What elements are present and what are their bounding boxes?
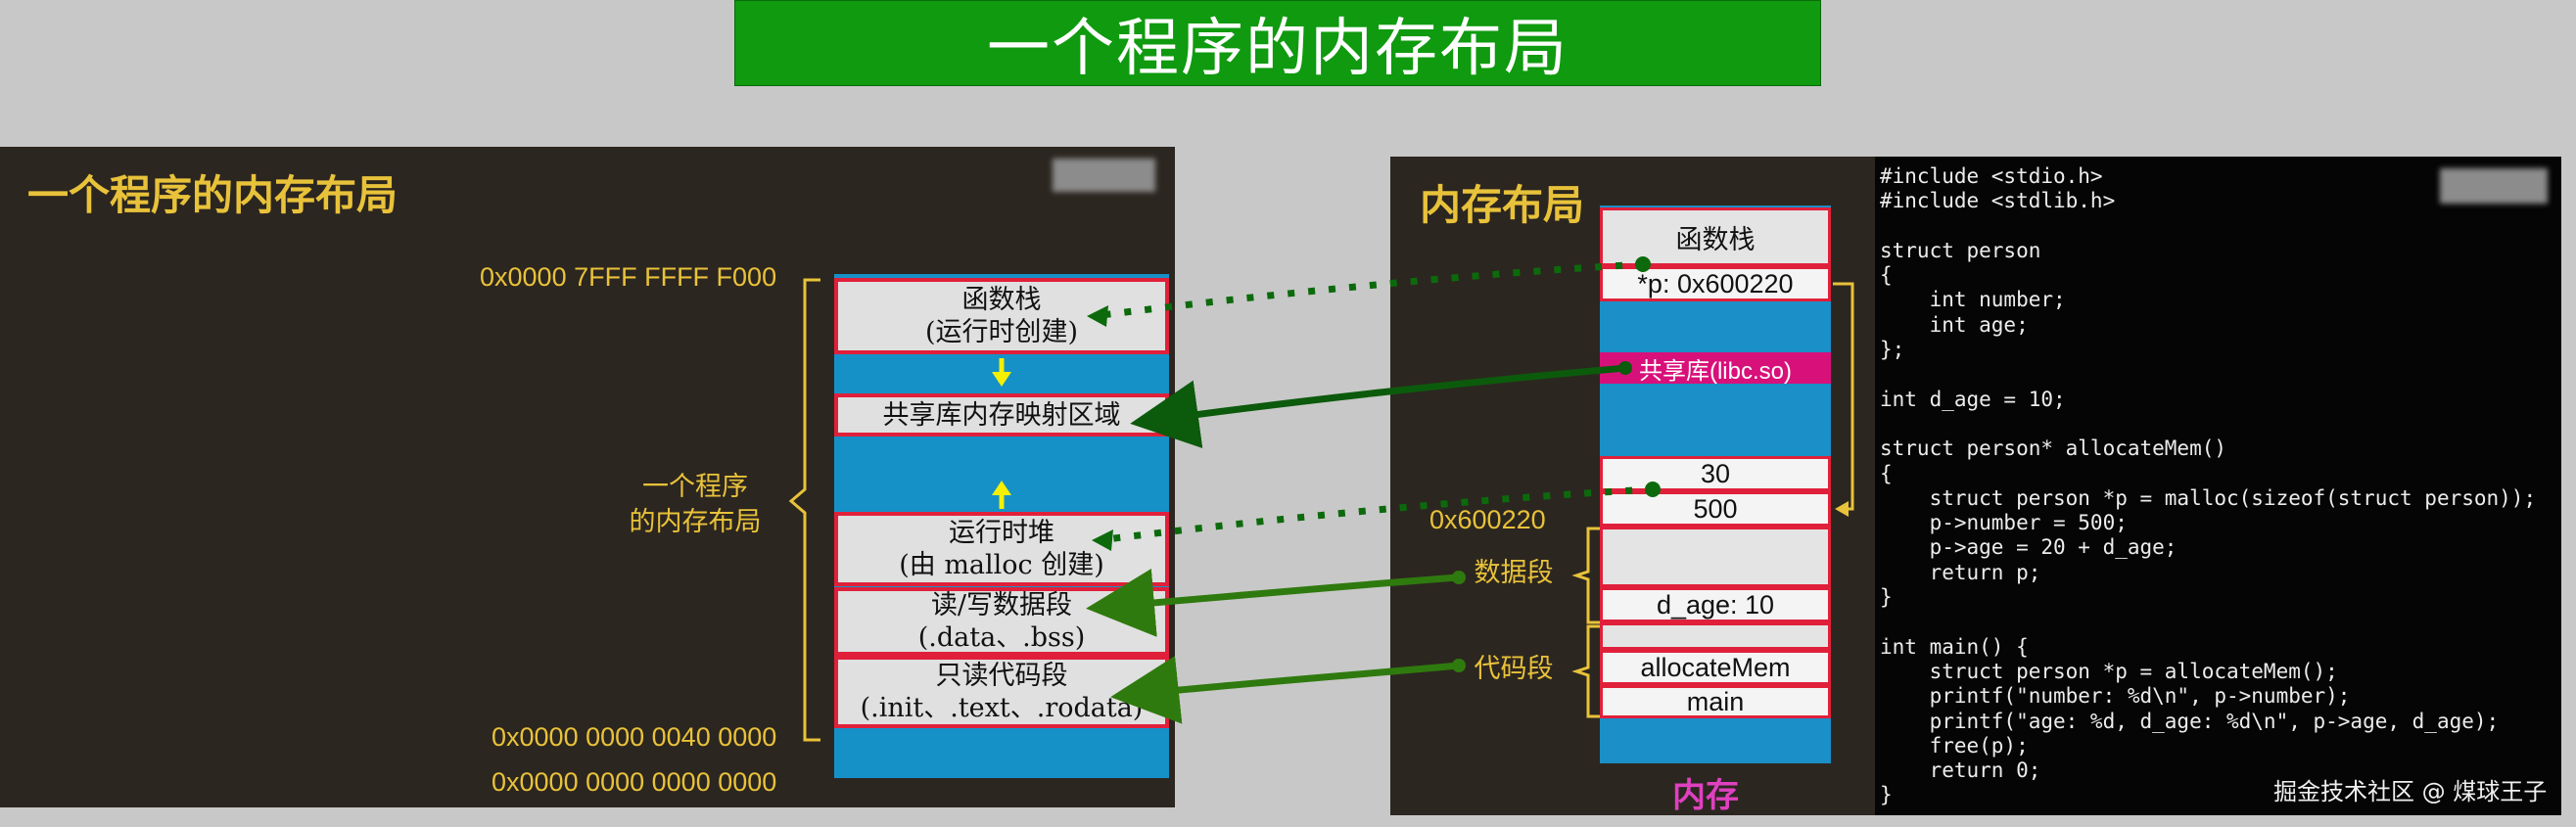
code-line: p->age = 20 + d_age; (1880, 535, 2178, 560)
cell-code-main: main (1600, 685, 1831, 718)
code-segment-arrow (1110, 656, 1460, 724)
stack-pointer-arrowhead (1087, 305, 1108, 327)
code-line: int age; (1880, 312, 2029, 337)
heap-pointer-dot (1645, 482, 1661, 497)
segment-heap: 运行时堆 (由 malloc 创建) (834, 512, 1169, 586)
data-segment-brace (1571, 527, 1600, 624)
code-line: printf("number: %d\n", p->number); (1880, 684, 2351, 709)
segment-stack-line2: (运行时创建) (924, 317, 1079, 347)
heap-pointer-dotted-line (1105, 485, 1654, 543)
data-segment-arrow (1086, 569, 1460, 637)
segment-shared-lib-label: 共享库内存映射区域 (882, 399, 1121, 431)
code-line: { (1880, 263, 1893, 288)
blurred-logo (1053, 159, 1155, 192)
data-segment-label: 数据段 (1474, 558, 1554, 588)
segment-code-line2: (.init、.text、.rodata) (860, 693, 1144, 723)
code-panel (1875, 157, 2561, 815)
shared-lib-arrow (1130, 364, 1626, 448)
cell-pointer-p: *p: 0x600220 (1600, 266, 1831, 301)
pointer-to-heap-arrowhead (1835, 501, 1849, 517)
memory-footer-label: 内存 (1672, 776, 1739, 815)
segment-data-line2: (.data、.bss) (917, 622, 1086, 653)
blurred-logo-right (2440, 168, 2548, 204)
code-line: } (1880, 783, 1893, 807)
code-line: free(p); (1880, 733, 2029, 758)
code-listing: #include <stdio.h>#include <stdlib.h> st… (1880, 164, 2565, 808)
right-panel-title: 内存布局 (1420, 181, 1585, 229)
code-line: }; (1880, 338, 1905, 362)
segment-shared-lib: 共享库内存映射区域 (834, 393, 1169, 436)
segment-stack-line1: 函数栈 (961, 285, 1042, 315)
stack-pointer-dotted-line (1101, 260, 1644, 319)
address-zero: 0x0000 0000 0000 0000 (492, 767, 777, 797)
code-segment-label: 代码段 (1474, 654, 1554, 684)
segment-heap-line2: (由 malloc 创建) (899, 550, 1104, 580)
code-line: printf("age: %d, d_age: %d\n", p->age, d… (1880, 709, 2500, 733)
code-line: int main() { (1880, 634, 2029, 659)
segment-code-line1: 只读代码段 (935, 661, 1068, 691)
address-code-start: 0x0000 0000 0040 0000 (492, 722, 777, 752)
program-layout-label: 一个程序 的内存布局 (617, 470, 773, 540)
program-layout-label-line1: 一个程序 (642, 472, 748, 502)
segment-heap-line1: 运行时堆 (949, 518, 1054, 548)
code-line: return p; (1880, 560, 2041, 584)
address-heap-pointer: 0x600220 (1429, 505, 1546, 534)
banner-title: 一个程序的内存布局 (734, 0, 1821, 86)
code-line: p->number = 500; (1880, 511, 2128, 535)
cell-heap-number: 30 (1600, 456, 1831, 491)
code-line: struct person* allocateMem() (1880, 436, 2227, 461)
code-line: #include <stdlib.h> (1880, 189, 2116, 213)
code-segment-brace (1571, 624, 1600, 718)
cell-data-empty (1600, 622, 1831, 650)
heap-growth-arrowhead (992, 481, 1011, 495)
left-panel-title: 一个程序的内存布局 (27, 171, 398, 219)
left-brace (788, 278, 820, 742)
code-line: struct person *p = allocateMem(); (1880, 659, 2338, 683)
pointer-to-heap-bracket (1833, 282, 1854, 511)
cell-heap-age: 500 (1600, 491, 1831, 527)
code-line: struct person (1880, 238, 2041, 262)
cell-stack: 函数栈 (1600, 207, 1831, 266)
cell-code-allocatemem: allocateMem (1600, 650, 1831, 685)
address-top: 0x0000 7FFF FFFF F000 (480, 262, 777, 292)
heap-pointer-arrowhead (1092, 529, 1113, 551)
cell-shared-lib: 共享库(libc.so) (1600, 352, 1831, 385)
stack-growth-arrowhead (992, 372, 1011, 387)
watermark: 掘金技术社区 @ 煤球王子 (2273, 778, 2548, 805)
code-line: int d_age = 10; (1880, 387, 2066, 411)
segment-data-line1: 读/写数据段 (930, 590, 1073, 620)
code-line: #include <stdio.h> (1880, 164, 2103, 188)
code-line: struct person *p = malloc(sizeof(struct … (1880, 485, 2537, 510)
cell-data-d-age: d_age: 10 (1600, 587, 1831, 622)
code-line: } (1880, 585, 1893, 610)
code-line: return 0; (1880, 758, 2041, 783)
code-line: { (1880, 461, 1893, 485)
program-layout-label-line2: 的内存布局 (629, 507, 762, 537)
stack-pointer-dot (1635, 256, 1651, 272)
segment-stack: 函数栈 (运行时创建) (834, 278, 1169, 354)
cell-heap-empty (1600, 527, 1831, 587)
code-line: int number; (1880, 288, 2066, 312)
